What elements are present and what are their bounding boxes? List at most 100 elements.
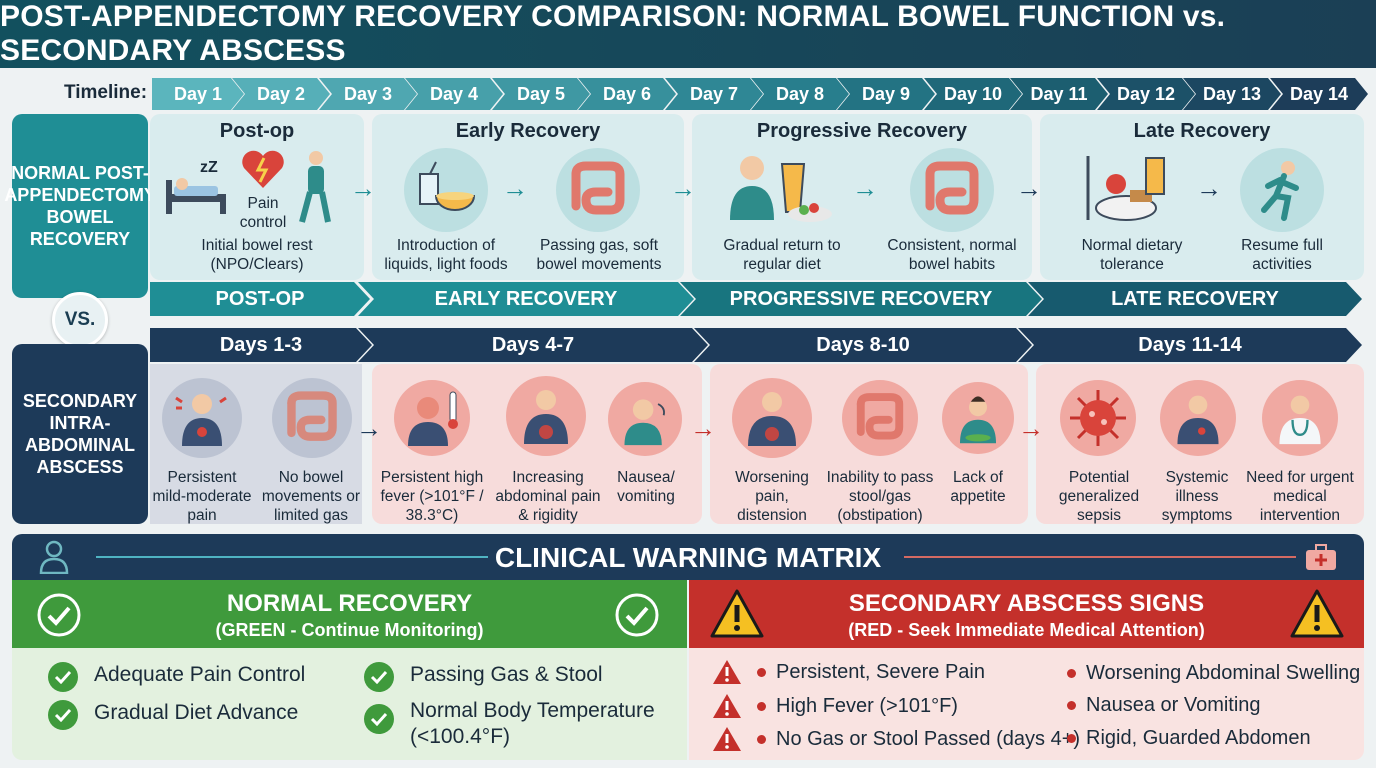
lack-of-appetite-caption: Lack of appetite	[950, 469, 1006, 505]
normal-recovery-list: Adequate Pain Control Gradual Diet Advan…	[12, 648, 687, 760]
chest-pain-person-icon	[162, 378, 242, 458]
abscess-item-text: Persistent, Severe Pain	[776, 660, 985, 683]
arrow-icon: →	[356, 413, 382, 443]
timeline-day: Day 10	[924, 78, 1022, 110]
gradual-return-caption: Gradual return to regular diet	[723, 237, 841, 273]
abscess-item-text: No Gas or Stool Passed (days 4+)	[776, 727, 1081, 750]
abscess-item-text: Worsening Abdominal Swelling	[1086, 662, 1361, 684]
phase-title-progressive: Progressive Recovery	[756, 120, 968, 142]
passing-gas-caption: Passing gas, soft bowel movements	[536, 237, 662, 273]
timeline-day: Day 4	[405, 78, 503, 110]
arrow-icon: →	[350, 173, 376, 203]
healthy-intestine-icon	[910, 148, 994, 232]
check-icon	[364, 662, 394, 692]
abscess-item-text: High Fever (>101°F)	[776, 694, 958, 717]
systemic-illness-caption: Systemic illness symptoms	[1161, 469, 1233, 524]
abscess-item: Nausea or Vomiting	[1067, 694, 1261, 717]
check-icon	[48, 662, 78, 692]
abscess-item: No Gas or Stool Passed (days 4+)	[711, 725, 1080, 753]
page-title: POST-APPENDECTOMY RECOVERY COMPARISON: N…	[0, 0, 1226, 67]
walking-patient-icon	[292, 148, 338, 228]
timeline-day: Day 7	[665, 78, 763, 110]
phase-title-late: Late Recovery	[1133, 120, 1271, 142]
running-person-icon	[1240, 148, 1324, 232]
no-bowel-movements-caption: No bowel movements or limited gas	[261, 469, 361, 524]
warning-triangle-icon	[709, 588, 765, 645]
timeline-day: Day 1	[152, 78, 244, 110]
intestine-gas-icon	[556, 148, 640, 232]
abscess-signs-header: SECONDARY ABSCESS SIGNS (RED - Seek Imme…	[689, 580, 1364, 648]
svg-text:zZ: zZ	[200, 159, 218, 176]
abscess-item: Persistent, Severe Pain	[711, 658, 985, 686]
normal-recovery-subtitle: (GREEN - Continue Monitoring)	[215, 620, 484, 640]
normal-item: Gradual Diet Advance	[48, 700, 298, 730]
timeline-day: Day 13	[1183, 78, 1281, 110]
high-fever-caption: Persistent high fever (>101°F / 38.3°C)	[380, 469, 484, 524]
day-banner-11-14: Days 11-14	[1018, 328, 1362, 362]
pain-heart-icon	[238, 146, 288, 192]
persistent-pain-caption: Persistent mild-moderate pain	[152, 469, 252, 524]
arrow-icon: →	[690, 413, 716, 443]
no-appetite-icon	[942, 382, 1014, 454]
blocked-intestine-icon	[842, 380, 918, 456]
arrow-icon: →	[670, 173, 696, 203]
timeline-day: Day 6	[578, 78, 676, 110]
nausea-person-icon	[608, 382, 682, 456]
warning-triangle-icon	[713, 727, 741, 751]
phase-banner-progressive: PROGRESSIVE RECOVERY	[680, 282, 1042, 316]
abscess-item: Worsening Abdominal Swelling	[1067, 662, 1360, 685]
normal-side-label: NORMAL POST-APPENDECTOMY BOWEL RECOVERY	[4, 114, 156, 298]
initial-bowel-rest-caption: Initial bowel rest (NPO/Clears)	[201, 237, 313, 273]
divider-line	[96, 556, 488, 558]
check-icon	[48, 700, 78, 730]
matrix-title: CLINICAL WARNING MATRIX	[494, 542, 882, 573]
doctor-icon	[1262, 380, 1338, 456]
sick-person-icon	[1160, 380, 1236, 456]
doctor-icon	[38, 540, 70, 579]
resume-activities-caption: Resume full activities	[1241, 237, 1323, 273]
normal-recovery-title: NORMAL RECOVERY	[226, 590, 473, 617]
divider-line	[904, 556, 1296, 558]
first-aid-kit-icon	[1304, 542, 1338, 577]
obstipation-caption: Inability to pass stool/gas (obstipation…	[826, 469, 934, 524]
normal-item: Normal Body Temperature (<100.4°F)	[364, 698, 664, 750]
arrow-icon: →	[1018, 413, 1044, 443]
pain-control-caption: Pain control	[239, 195, 287, 231]
matrix-header: CLINICAL WARNING MATRIX	[12, 534, 1364, 580]
phase-banner-late: LATE RECOVERY	[1028, 282, 1362, 316]
timeline-day: Day 9	[837, 78, 935, 110]
abscess-item-text: Rigid, Guarded Abdomen	[1086, 727, 1311, 749]
phase-banner-early: EARLY RECOVERY	[358, 282, 694, 316]
urgent-intervention-caption: Need for urgent medical intervention	[1246, 469, 1354, 524]
normal-item-text: Gradual Diet Advance	[94, 701, 299, 724]
abscess-signs-title: SECONDARY ABSCESS SIGNS	[848, 590, 1205, 617]
check-circle-icon	[614, 592, 660, 643]
arrow-icon: →	[852, 173, 878, 203]
timeline-day: Day 12	[1097, 78, 1195, 110]
sleeping-patient-icon: zZ	[160, 150, 236, 222]
title-bar: POST-APPENDECTOMY RECOVERY COMPARISON: N…	[0, 0, 1376, 68]
eating-person-icon	[722, 150, 832, 232]
distension-person-icon	[732, 378, 812, 458]
normal-item: Adequate Pain Control	[48, 662, 305, 692]
normal-item-text: Adequate Pain Control	[94, 663, 306, 686]
sepsis-caption: Potential generalized sepsis	[1058, 469, 1140, 524]
timeline-day: Day 2	[232, 78, 330, 110]
phase-banner-postop: POST-OP	[150, 282, 370, 316]
normal-item-text: Passing Gas & Stool	[410, 663, 603, 686]
timeline-label: Timeline:	[64, 82, 148, 103]
check-icon	[364, 704, 394, 734]
bacteria-icon	[1060, 380, 1136, 456]
liquids-bowl-icon	[404, 148, 488, 232]
day-banner-8-10: Days 8-10	[694, 328, 1032, 362]
check-circle-icon	[36, 592, 82, 643]
phase-title-postop: Post-op	[219, 120, 295, 142]
arrow-icon: →	[1196, 173, 1222, 203]
fever-person-icon	[394, 380, 470, 456]
abscess-side-label: SECONDARY INTRA-ABDOMINAL ABSCESS	[12, 344, 148, 524]
timeline-day: Day 3	[319, 78, 417, 110]
arrow-icon: →	[502, 173, 528, 203]
nausea-caption: Nausea/ vomiting	[617, 469, 675, 505]
day-banner-4-7: Days 4-7	[358, 328, 708, 362]
